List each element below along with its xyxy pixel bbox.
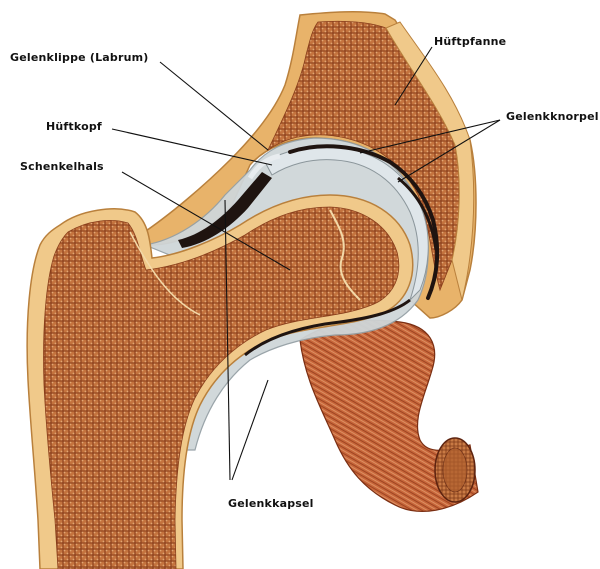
leader-gelenkkapsel-2 (232, 380, 268, 480)
label-labrum: Gelenklippe (Labrum) (10, 51, 149, 64)
leader-labrum (160, 62, 268, 150)
label-schenkelhals: Schenkelhals (20, 160, 104, 173)
muscle-tissue (300, 320, 478, 511)
label-gelenkknorpel: Gelenkknorpel (506, 110, 599, 123)
label-gelenkkapsel: Gelenkkapsel (228, 497, 314, 510)
label-hueftpfanne: Hüftpfanne (434, 35, 506, 48)
label-hueftkopf: Hüftkopf (46, 120, 102, 133)
